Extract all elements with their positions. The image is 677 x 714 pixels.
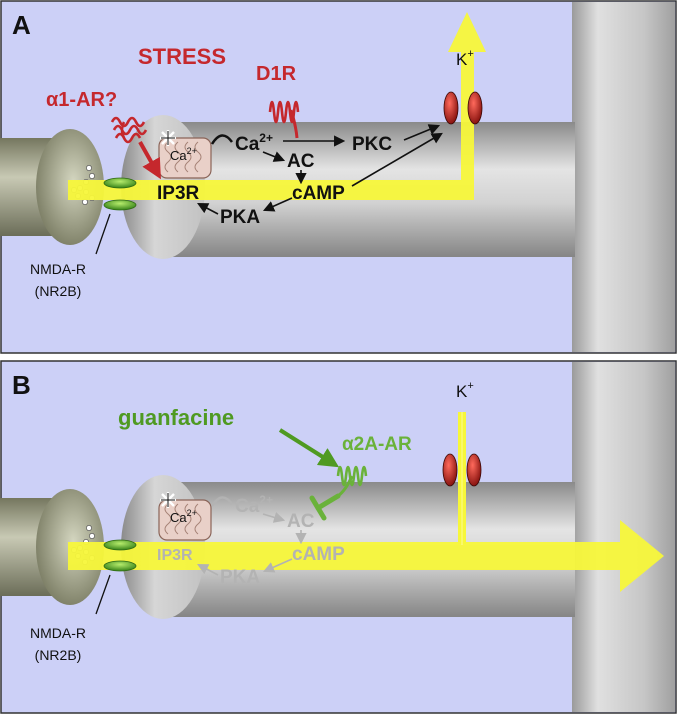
d1r-tail — [289, 109, 299, 139]
ac-label: AC — [287, 151, 315, 172]
er-calcium-label: Ca2+ — [170, 146, 197, 163]
d1r-label: D1R — [256, 63, 297, 85]
k-label: K+ — [456, 380, 474, 401]
guanfacine-arrow — [278, 428, 340, 468]
panel-b: NMDA-R (NR2B) K+ Ca2+ guanfacine α2A-AR — [0, 360, 677, 714]
ip3r-label: IP3R — [157, 547, 193, 564]
k-channel — [443, 91, 483, 125]
alpha1-ar-receptor — [110, 116, 148, 144]
pka-label: PKA — [220, 207, 260, 228]
camp-to-channel-arrow — [351, 132, 443, 187]
k-label: K+ — [456, 48, 474, 69]
panel-a: NMDA-R (NR2B) K+ Ca2+ STRESS α1-AR? D1R … — [0, 0, 677, 354]
nmda-label: NMDA-R — [30, 261, 86, 277]
nr2b-label: (NR2B) — [35, 283, 82, 299]
pkc-label: PKC — [352, 134, 392, 155]
nmda-pointer-line — [95, 213, 111, 255]
er-calcium-label: Ca2+ — [170, 508, 197, 525]
alpha2a-ar-label: α2A-AR — [342, 434, 412, 455]
pka-to-ip3r-arrow — [197, 563, 219, 576]
k-channel — [442, 453, 482, 487]
ip3r-label: IP3R — [157, 183, 200, 204]
ca-label: Ca2+ — [235, 493, 273, 517]
nmda-label: NMDA-R — [30, 625, 86, 641]
camp-to-pka-arrow — [262, 558, 293, 573]
nmda-pointer-line — [95, 574, 111, 615]
nr2b-label: (NR2B) — [35, 647, 82, 663]
stress-label: STRESS — [138, 44, 226, 69]
ca-label: Ca2+ — [235, 131, 273, 155]
nmda-receptor — [103, 177, 137, 211]
camp-label: cAMP — [292, 183, 345, 204]
alpha1-ar-arrow — [138, 141, 161, 180]
pkc-to-channel-arrow — [403, 124, 441, 141]
er-calcium-store: Ca2+ — [158, 492, 212, 541]
dendrite-shaft — [572, 2, 675, 352]
calcium-release-arrow — [210, 134, 234, 145]
nmda-receptor — [103, 539, 137, 572]
alpha2a-ar-receptor — [336, 465, 368, 487]
guanfacine-label: guanfacine — [118, 405, 234, 430]
calcium-release-arrow — [210, 496, 234, 507]
inhibition-bar — [309, 493, 341, 521]
camp-label: cAMP — [292, 544, 345, 565]
panel-a-letter: A — [12, 10, 31, 40]
pka-to-ip3r-arrow — [197, 202, 219, 215]
panel-b-letter: B — [12, 370, 31, 400]
camp-to-pka-arrow — [262, 197, 293, 212]
er-calcium-store: Ca2+ — [158, 130, 212, 179]
ca-to-ac-arrow — [262, 512, 286, 523]
pka-label: PKA — [220, 567, 260, 588]
inactive-pathway: Ca2+ AC cAMP IP3R PKA — [157, 493, 345, 588]
yellow-signal-arrow — [68, 520, 664, 592]
ac-label: AC — [287, 511, 315, 532]
alpha1-ar-label: α1-AR? — [46, 89, 117, 111]
ca-to-ac-arrow — [262, 151, 286, 162]
